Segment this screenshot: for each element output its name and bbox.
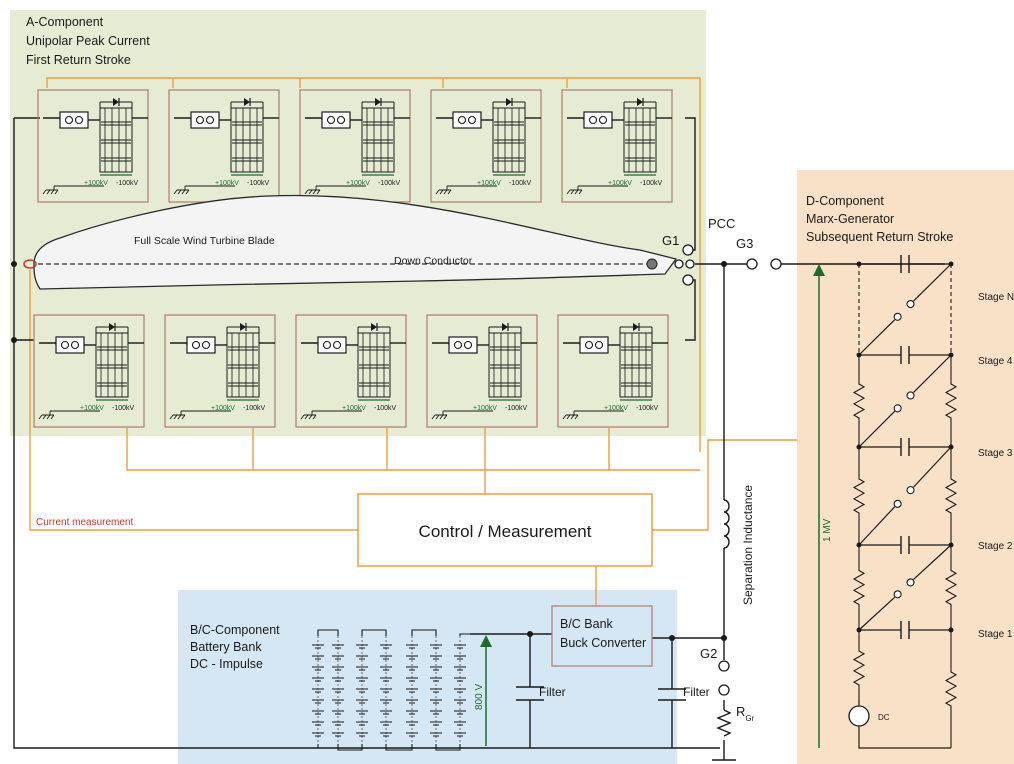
battery-bank: [312, 629, 470, 751]
module-neg-label: -100kV: [636, 405, 659, 412]
stage-2-label: Stage 2: [978, 541, 1013, 552]
d-component-title: D-Component Marx-Generator Subsequent Re…: [806, 194, 953, 244]
g2-node: [721, 635, 727, 641]
a-component-modules-top: +100kV-100kV+100kV-100kV+100kV-100kV+100…: [37, 89, 673, 203]
dc-source: [848, 705, 870, 727]
bc-bank-line2: Buck Converter: [560, 636, 646, 650]
separation-inductor: [723, 499, 730, 549]
control-measurement-label: Control / Measurement: [419, 522, 592, 541]
control-measurement-box: [357, 493, 653, 567]
pcc-node: [721, 261, 727, 267]
d-component-title-line1: D-Component: [806, 194, 884, 208]
a-component-title: A-Component Unipolar Peak Current First …: [26, 15, 153, 67]
module-pos-label: +100kV: [211, 405, 235, 412]
g3-gap-right: [770, 258, 782, 270]
impulse-module-bottom-1: +100kV -100kV: [33, 314, 145, 428]
bc-component-title-line2: Battery Bank: [190, 640, 262, 654]
bc-component-title-line1: B/C-Component: [190, 623, 280, 637]
module-neg-label: -100kV: [505, 405, 528, 412]
module-pos-label: +100kV: [342, 405, 366, 412]
bc-bank-line1: B/C Bank: [560, 617, 614, 631]
g1-gap-mid-right: [685, 259, 695, 269]
bc-component-title: B/C-Component Battery Bank DC - Impulse: [190, 623, 283, 671]
pcc-label: PCC: [708, 216, 735, 231]
g1-label: G1: [662, 233, 679, 248]
stage-3-label: Stage 3: [978, 448, 1013, 459]
g3-gap-left: [746, 258, 758, 270]
module-neg-label: -100kV: [374, 405, 397, 412]
left-node-bottom: [11, 337, 17, 343]
impulse-module-bottom-3: +100kV -100kV: [295, 314, 407, 428]
down-conductor-label: Down Conductor: [394, 255, 473, 267]
rgr-label: RGr: [736, 704, 755, 723]
control-wiring: [29, 77, 797, 605]
module-pos-label: +100kV: [215, 180, 239, 187]
rgr-label-main: R: [736, 704, 745, 719]
impulse-module-top-3: +100kV -100kV: [299, 89, 411, 203]
blade-label: Full Scale Wind Turbine Blade: [134, 235, 275, 247]
module-pos-label: +100kV: [346, 180, 370, 187]
impulse-module-bottom-4: +100kV -100kV: [426, 314, 538, 428]
wind-turbine-blade: [33, 194, 678, 290]
current-measurement-label: Current measurement: [36, 517, 133, 528]
dc-voltage-label: 800 V: [474, 684, 485, 710]
impulse-module-bottom-2: +100kV -100kV: [164, 314, 276, 428]
a-component-modules-bottom: +100kV-100kV+100kV-100kV+100kV-100kV+100…: [33, 314, 669, 428]
module-neg-label: -100kV: [112, 405, 135, 412]
current-sensor: [23, 259, 37, 269]
g2-gap-top: [718, 660, 730, 672]
module-pos-label: +100kV: [80, 405, 104, 412]
g3-label: G3: [736, 236, 753, 251]
d-component-title-line3: Subsequent Return Stroke: [806, 230, 953, 244]
bc-bank-buck-converter-box: [551, 605, 653, 667]
marx-generator: [852, 255, 958, 749]
stage-1-label: Stage 1: [978, 629, 1013, 640]
g1-gap-mid-left: [674, 259, 684, 269]
module-pos-label: +100kV: [473, 405, 497, 412]
filter-label: Filter: [539, 685, 566, 699]
impulse-module-bottom-5: +100kV -100kV: [557, 314, 669, 428]
impulse-module-top-4: +100kV -100kV: [430, 89, 542, 203]
a-component-title-line2: Unipolar Peak Current: [26, 34, 150, 48]
module-pos-label: +100kV: [84, 180, 108, 187]
module-pos-label: +100kV: [608, 180, 632, 187]
g1-gap-top: [682, 244, 694, 256]
module-neg-label: -100kV: [640, 180, 663, 187]
module-neg-label: -100kV: [116, 180, 139, 187]
bc-component-title-line3: DC - Impulse: [190, 657, 263, 671]
stage-n-label: Stage N: [978, 292, 1014, 303]
a-component-title-line3: First Return Stroke: [26, 53, 131, 67]
g2-label: G2: [700, 646, 717, 661]
filter2-node: [669, 635, 675, 641]
rgr-label-sub: Gr: [745, 714, 754, 723]
left-node-top: [11, 261, 17, 267]
d-component-title-line2: Marx-Generator: [806, 212, 894, 226]
d-component-region: [797, 170, 1014, 764]
marx-voltage-label: 1 MV: [822, 518, 833, 542]
a-component-title-line1: A-Component: [26, 15, 104, 29]
filter2-label: Filter: [683, 685, 710, 699]
stage-4-label: Stage 4: [978, 356, 1013, 367]
dc-source-label: DC: [878, 713, 890, 722]
module-neg-label: -100kV: [243, 405, 266, 412]
module-pos-label: +100kV: [477, 180, 501, 187]
g2-gap-bottom: [718, 684, 730, 696]
separation-inductance-label: Separation Inductance: [741, 485, 755, 605]
rgr-resistor: [716, 709, 732, 737]
module-pos-label: +100kV: [604, 405, 628, 412]
impulse-module-top-5: +100kV -100kV: [561, 89, 673, 203]
module-neg-label: -100kV: [509, 180, 532, 187]
module-neg-label: -100kV: [247, 180, 270, 187]
blade-tip-receptor: [646, 258, 658, 270]
impulse-module-top-1: +100kV -100kV: [37, 89, 149, 203]
module-neg-label: -100kV: [378, 180, 401, 187]
g1-gap-bottom: [682, 274, 694, 286]
bc-bank-label: B/C Bank Buck Converter: [560, 617, 646, 650]
filter-node: [527, 631, 533, 637]
